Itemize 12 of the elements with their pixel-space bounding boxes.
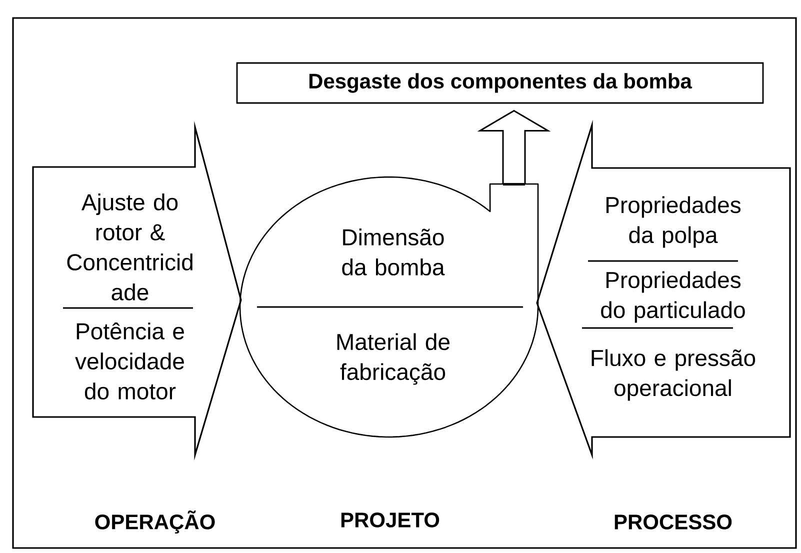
title-box: Desgaste dos componentes da bomba bbox=[236, 62, 764, 104]
category-label: OPERAÇÃO bbox=[95, 510, 215, 534]
category-label: PROCESSO bbox=[614, 514, 732, 530]
factor-text: Fluxo e pressão operacional bbox=[592, 349, 756, 401]
factor-text: Ajuste do rotor & Concentricid ade bbox=[67, 194, 192, 300]
factor-text: Dimensão da bomba bbox=[342, 228, 445, 276]
block-arrow bbox=[477, 110, 551, 185]
factor-text: Material de fabricação bbox=[337, 333, 450, 385]
factor-text: Potência e velocidade do motor bbox=[75, 322, 184, 400]
factor-text: Propriedades do particulado bbox=[601, 271, 745, 323]
factor-text: Propriedades da polpa bbox=[606, 196, 741, 248]
category-label: PROJETO bbox=[341, 512, 440, 528]
